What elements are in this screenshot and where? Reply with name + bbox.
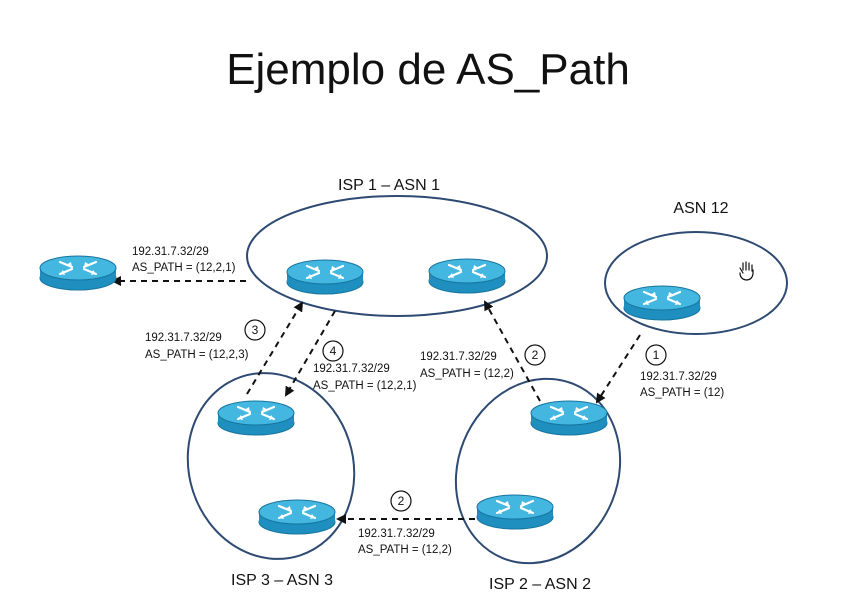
- route-prefix: 192.31.7.32/29: [358, 528, 435, 540]
- step-3-number: 3: [252, 323, 259, 337]
- route-prefix: 192.31.7.32/29: [145, 332, 222, 344]
- isp1-label: ISP 1 – ASN 1: [338, 177, 440, 194]
- arrow-step4-isp1-to-isp3: [284, 310, 336, 397]
- route-as-path: AS_PATH = (12,2,1): [132, 262, 236, 274]
- hand-cursor-icon: [739, 261, 754, 281]
- step-2-marker: [524, 344, 546, 366]
- step-1-number: 1: [653, 348, 660, 362]
- router-icon: [427, 257, 507, 295]
- arrow-step3-isp3-to-isp1: [246, 301, 304, 395]
- isp3-boundary: [186, 372, 356, 560]
- route-prefix: 192.31.7.32/29: [132, 246, 209, 258]
- router-icon: [257, 498, 337, 536]
- router-icon: [622, 284, 702, 322]
- route-prefix: 192.31.7.32/29: [420, 351, 497, 363]
- step-4-marker: [322, 340, 344, 362]
- slide-title: Ejemplo de AS_Path: [226, 45, 630, 94]
- route-as-path: AS_PATH = (12,2): [420, 368, 514, 380]
- router-icon: [216, 399, 296, 437]
- router-icon: [529, 399, 609, 437]
- asn12-boundary: [604, 231, 788, 335]
- step-3-marker: [244, 319, 266, 341]
- route-as-path: AS_PATH = (12,2): [358, 544, 452, 556]
- step-2-marker: [390, 490, 412, 512]
- step-2-number: 2: [532, 348, 539, 362]
- arrow-step2-isp2-to-isp1: [484, 300, 541, 402]
- isp1-boundary: [246, 195, 548, 317]
- route-as-path: AS_PATH = (12,2,3): [145, 349, 249, 361]
- isp2-label: ISP 2 – ASN 2: [489, 576, 591, 593]
- asn12-label: ASN 12: [673, 200, 728, 217]
- step-1-marker: [645, 344, 667, 366]
- route-as-path: AS_PATH = (12): [640, 387, 724, 399]
- router-icon: [475, 493, 555, 531]
- router-icon: [285, 258, 365, 296]
- router-icon: [38, 254, 118, 292]
- step-4-number: 4: [330, 344, 337, 358]
- step-2-number: 2: [398, 494, 405, 508]
- arrow-step1-asn12-to-isp2: [595, 334, 641, 404]
- route-prefix: 192.31.7.32/29: [640, 371, 717, 383]
- route-as-path: AS_PATH = (12,2,1): [313, 380, 417, 392]
- route-prefix: 192.31.7.32/29: [313, 363, 390, 375]
- isp3-label: ISP 3 – ASN 3: [231, 572, 333, 589]
- isp2-boundary: [454, 377, 622, 565]
